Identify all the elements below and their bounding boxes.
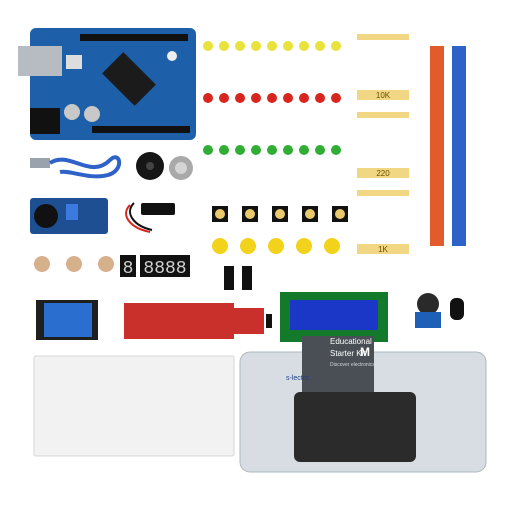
svg-text:8: 8 bbox=[123, 259, 134, 279]
relay-module bbox=[36, 300, 98, 340]
kit-subtitle: Discover electronics bbox=[330, 362, 375, 368]
led-array bbox=[203, 41, 341, 155]
svg-text:220: 220 bbox=[376, 169, 390, 178]
water-level-sensor bbox=[124, 303, 272, 339]
resistor-strip-10k: 10K bbox=[357, 34, 409, 100]
resistor-strips: 10K 220 1K bbox=[357, 34, 409, 254]
breadboard bbox=[33, 355, 235, 457]
potentiometer bbox=[415, 293, 441, 328]
seven-segment-display-single: 8 bbox=[120, 255, 136, 279]
usb-cable bbox=[30, 155, 122, 179]
jumper-wires bbox=[430, 46, 466, 246]
svg-text:8888: 8888 bbox=[143, 259, 186, 279]
kit-box: Educational Starter Kit M Discover elect… bbox=[239, 336, 487, 473]
button-caps bbox=[212, 238, 340, 254]
tilt-sensors bbox=[224, 266, 252, 290]
svg-text:10K: 10K bbox=[376, 91, 391, 100]
led-row-green bbox=[203, 145, 341, 155]
resistor-strip-1k: 1K bbox=[357, 190, 409, 254]
svg-text:1K: 1K bbox=[378, 245, 388, 254]
kit-title-line2: Starter Kit bbox=[330, 349, 366, 358]
photoresistors bbox=[34, 256, 114, 272]
kit-brand: s-lectro bbox=[286, 375, 309, 382]
led-row-yellow bbox=[203, 41, 341, 51]
resistor-strip-220: 220 bbox=[357, 112, 409, 178]
ir-receiver bbox=[450, 298, 464, 320]
battery-clip bbox=[125, 202, 175, 233]
sound-sensor-module bbox=[30, 198, 108, 234]
arduino-board bbox=[18, 28, 196, 140]
kit-size-letter: M bbox=[360, 345, 370, 359]
buzzer bbox=[136, 152, 193, 180]
lcd-module bbox=[280, 292, 388, 342]
led-row-red bbox=[203, 93, 341, 103]
seven-segment-display-four-digit: 8888 bbox=[140, 255, 190, 279]
push-buttons bbox=[212, 206, 348, 222]
kit-title-line1: Educational bbox=[330, 337, 372, 346]
